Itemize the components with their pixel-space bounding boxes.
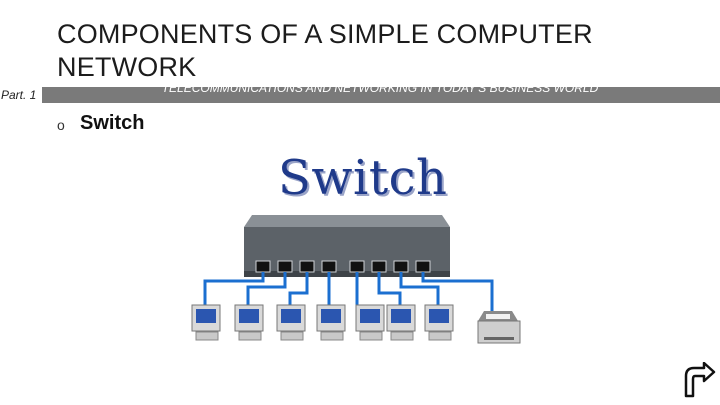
figure-caption: Switch — [278, 150, 448, 206]
network-switch-icon — [244, 215, 450, 277]
part-label: Part. 1 — [0, 87, 42, 103]
bullet-text: Switch — [80, 112, 145, 134]
printer-icon — [477, 311, 521, 344]
bullet-marker: o — [57, 117, 65, 133]
slide-title: COMPONENTS OF A SIMPLE COMPUTER NETWORK — [57, 19, 593, 82]
header-bar — [0, 87, 720, 103]
return-arrow-icon[interactable] — [678, 361, 716, 400]
slide-subtitle: TELECOMMUNICATIONS AND NETWORKING IN TOD… — [161, 81, 599, 95]
computer-icon — [191, 304, 454, 341]
cables — [203, 272, 494, 313]
network-diagram — [191, 215, 521, 344]
